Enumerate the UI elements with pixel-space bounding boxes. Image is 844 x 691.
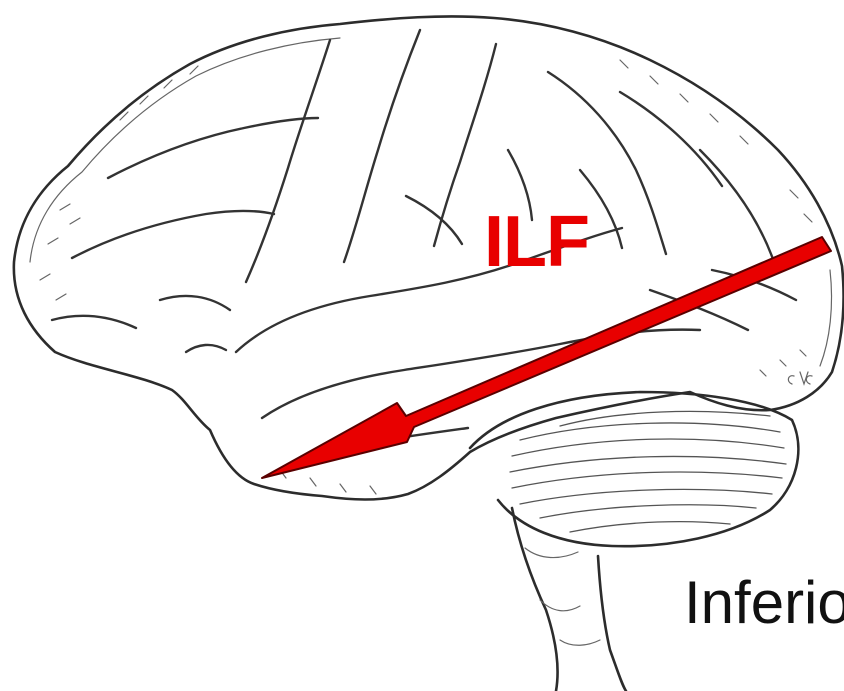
ilf-label: ILF [484, 206, 589, 278]
caption-text: Inferio [684, 573, 844, 633]
cerebrum [14, 16, 844, 499]
cerebellum [470, 392, 798, 546]
artist-signature [788, 372, 812, 384]
brainstem [512, 508, 626, 691]
hatching [40, 60, 822, 494]
